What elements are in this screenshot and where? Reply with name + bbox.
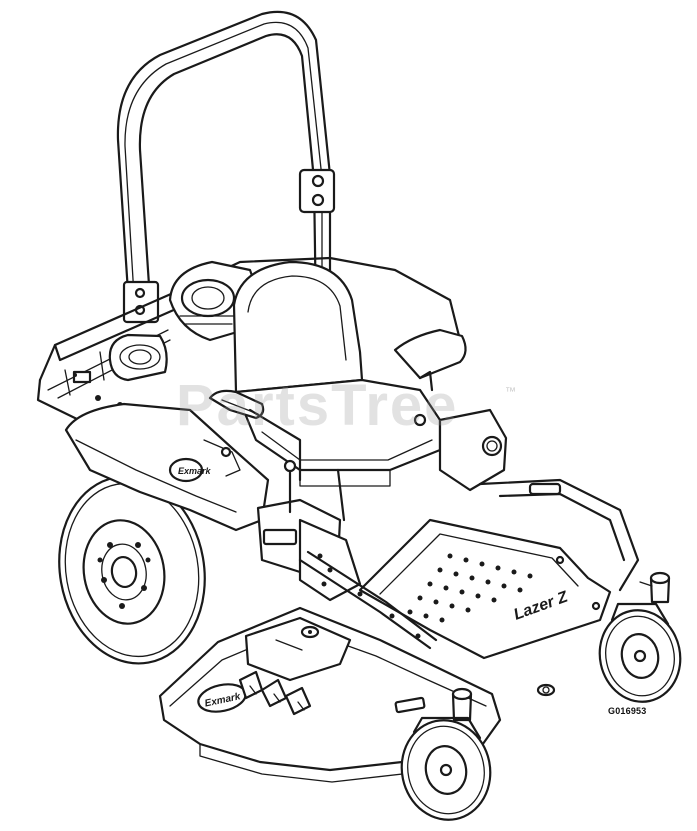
- fasteners: [220, 413, 601, 611]
- deck-lift-linkage: [298, 550, 438, 650]
- svg-text:Exmark: Exmark: [178, 466, 212, 476]
- operator-seat: [232, 260, 442, 487]
- front-left-caster: [400, 716, 492, 821]
- watermark-trademark: ™: [505, 386, 516, 398]
- control-console: [256, 459, 362, 602]
- control-levers: [208, 328, 467, 482]
- figure-code: G016953: [608, 706, 647, 716]
- front-right-caster: [598, 602, 682, 703]
- fuel-tank: [438, 408, 508, 492]
- front-frame: [478, 478, 640, 592]
- watermark: PartsTree: [176, 373, 459, 438]
- foot-platform: Lazer Z: [358, 518, 612, 660]
- caster-mounts: [451, 571, 671, 722]
- left-fender-panel: Exmark: [64, 402, 270, 532]
- platform-holes: [407, 553, 533, 623]
